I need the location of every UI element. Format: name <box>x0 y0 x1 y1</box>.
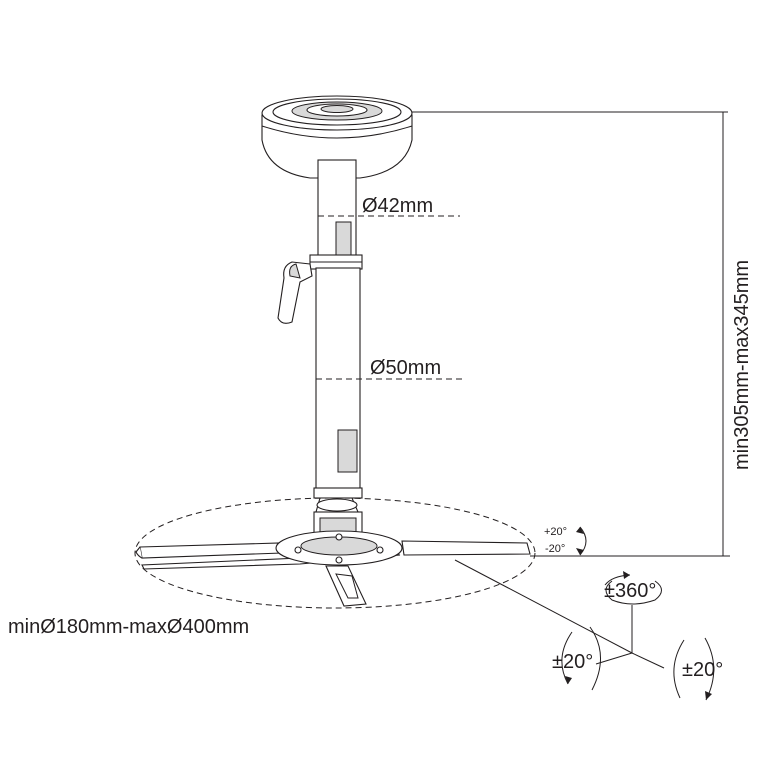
height-dimension <box>412 111 730 557</box>
arm-span-ellipse <box>134 497 536 609</box>
outer-tube-diameter-label: Ø50mm <box>370 357 441 379</box>
tilt-right-indicator <box>673 637 715 701</box>
tilt-left-label: ±20° <box>552 651 593 673</box>
tilt-right-label: ±20° <box>682 659 723 681</box>
rotation-axes <box>454 559 665 669</box>
tilt-minus-label: -20° <box>545 543 565 555</box>
height-lock-clamp <box>277 254 363 324</box>
tilt-indicator <box>576 526 587 556</box>
swivel-360-label: ±360° <box>604 580 656 602</box>
inner-tube-diameter-label: Ø42mm <box>362 195 433 217</box>
tilt-plus-label: +20° <box>544 526 567 538</box>
ceiling-plate <box>261 95 413 179</box>
height-range-label: min305mm-max345mm <box>731 260 753 470</box>
tilt-left-indicator <box>561 626 601 691</box>
arm-span-range-label: minØ180mm-maxØ400mm <box>8 616 249 638</box>
swivel-360-indicator <box>604 571 662 605</box>
mounting-arms <box>135 530 531 607</box>
inner-tube <box>317 159 357 261</box>
outer-tube <box>313 267 363 499</box>
